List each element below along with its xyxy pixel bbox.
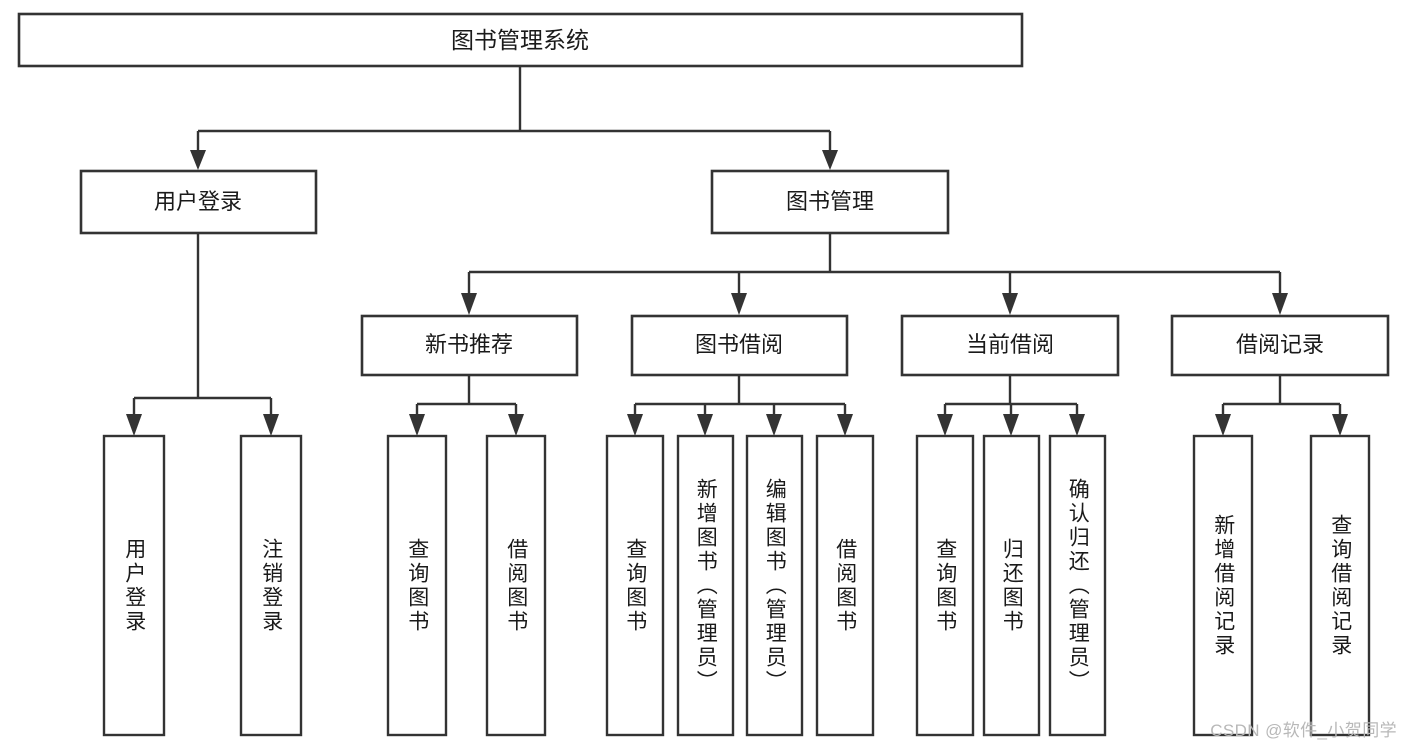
arrow-head-bb-leaf-2 (697, 414, 713, 436)
node-book-management-label: 图书管理 (786, 189, 874, 214)
leaf-box-br-add-record[interactable] (1192, 434, 1254, 737)
arrow-head-cb-leaf-2 (1003, 414, 1019, 436)
arrow-head-current-borrow (1002, 293, 1018, 315)
node-book-borrow-box[interactable] (630, 314, 849, 377)
arrow-head-bb-leaf-4 (837, 414, 853, 436)
node-root[interactable]: 图书管理系统 (17, 12, 1024, 68)
arrow-head-bb-leaf-3 (766, 414, 782, 436)
leaf-box-br-query-record[interactable] (1309, 434, 1371, 737)
arrow-head-nb-leaf-1 (409, 414, 425, 436)
arrow-head-user-login (190, 150, 206, 170)
arrow-head-book-mgmt (822, 150, 838, 170)
arrow-head-borrow-record (1272, 293, 1288, 315)
leaf-box-bb-borrow-book[interactable] (815, 434, 875, 737)
leaf-box-nb-borrow-book[interactable] (485, 434, 547, 737)
node-current-borrow-box[interactable] (900, 314, 1120, 377)
node-book-management-box[interactable] (710, 169, 950, 235)
node-book-borrow-label: 图书借阅 (695, 332, 783, 357)
arrow-head-leaf-logout (263, 414, 279, 436)
arrow-head-br-leaf-1 (1215, 414, 1231, 436)
watermark-text: CSDN @软件_小贺同学 (1210, 721, 1397, 740)
leaf-box-bb-edit-book[interactable] (745, 434, 804, 737)
leaf-box-bb-add-book[interactable] (676, 434, 735, 737)
node-new-book-recommend[interactable]: 新书推荐 (360, 314, 579, 377)
node-book-borrow[interactable]: 图书借阅 (630, 314, 849, 377)
arrow-head-leaf-user-login (126, 414, 142, 436)
node-book-management[interactable]: 图书管理 (710, 169, 950, 235)
node-borrow-record[interactable]: 借阅记录 (1170, 314, 1390, 377)
node-user-login-label: 用户登录 (154, 189, 242, 214)
node-user-login[interactable]: 用户登录 (79, 169, 318, 235)
leaf-box-nb-query-book[interactable] (386, 434, 448, 737)
leaf-box-user-login[interactable] (102, 434, 166, 737)
node-root-label: 图书管理系统 (451, 27, 589, 53)
node-borrow-record-box[interactable] (1170, 314, 1390, 377)
leaf-box-logout[interactable] (239, 434, 303, 737)
node-current-borrow[interactable]: 当前借阅 (900, 314, 1120, 377)
arrow-head-bb-leaf-1 (627, 414, 643, 436)
arrow-head-cb-leaf-3 (1069, 414, 1085, 436)
arrow-head-cb-leaf-1 (937, 414, 953, 436)
leaf-box-cb-query-book[interactable] (915, 434, 975, 737)
node-current-borrow-label: 当前借阅 (966, 332, 1054, 357)
arrow-head-new-book (461, 293, 477, 315)
arrow-head-br-leaf-2 (1332, 414, 1348, 436)
node-new-book-recommend-box[interactable] (360, 314, 579, 377)
node-borrow-record-label: 借阅记录 (1236, 332, 1324, 357)
leaf-box-cb-return-book[interactable] (982, 434, 1041, 737)
arrow-head-nb-leaf-2 (508, 414, 524, 436)
node-user-login-box[interactable] (79, 169, 318, 235)
arrow-head-book-borrow (731, 293, 747, 315)
node-root-box[interactable] (17, 12, 1024, 68)
node-new-book-recommend-label: 新书推荐 (425, 332, 513, 357)
connectors-layer (126, 66, 1348, 436)
leaf-box-bb-query-book[interactable] (605, 434, 665, 737)
leaf-box-cb-confirm-return[interactable] (1048, 434, 1107, 737)
